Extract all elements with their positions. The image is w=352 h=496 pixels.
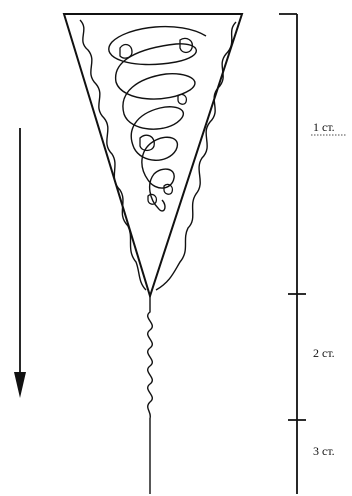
inner-wavy-right xyxy=(155,21,237,291)
particles xyxy=(119,37,193,205)
spiral-vortex xyxy=(108,25,207,212)
particle xyxy=(119,43,133,59)
direction-arrow xyxy=(14,128,26,398)
particle xyxy=(177,93,188,105)
particle xyxy=(163,183,174,195)
stage-label-1: 1 ст. xyxy=(313,120,335,134)
funnel-triangle xyxy=(62,13,244,300)
arrow-head xyxy=(14,372,26,398)
particle xyxy=(179,37,193,54)
stage-label-2: 2 ст. xyxy=(313,346,335,360)
stage-label-3: 3 ст. xyxy=(313,444,335,458)
particle xyxy=(139,134,155,152)
particle xyxy=(147,193,158,205)
inner-wavy-left xyxy=(79,19,147,291)
wavy-thread xyxy=(147,296,153,419)
